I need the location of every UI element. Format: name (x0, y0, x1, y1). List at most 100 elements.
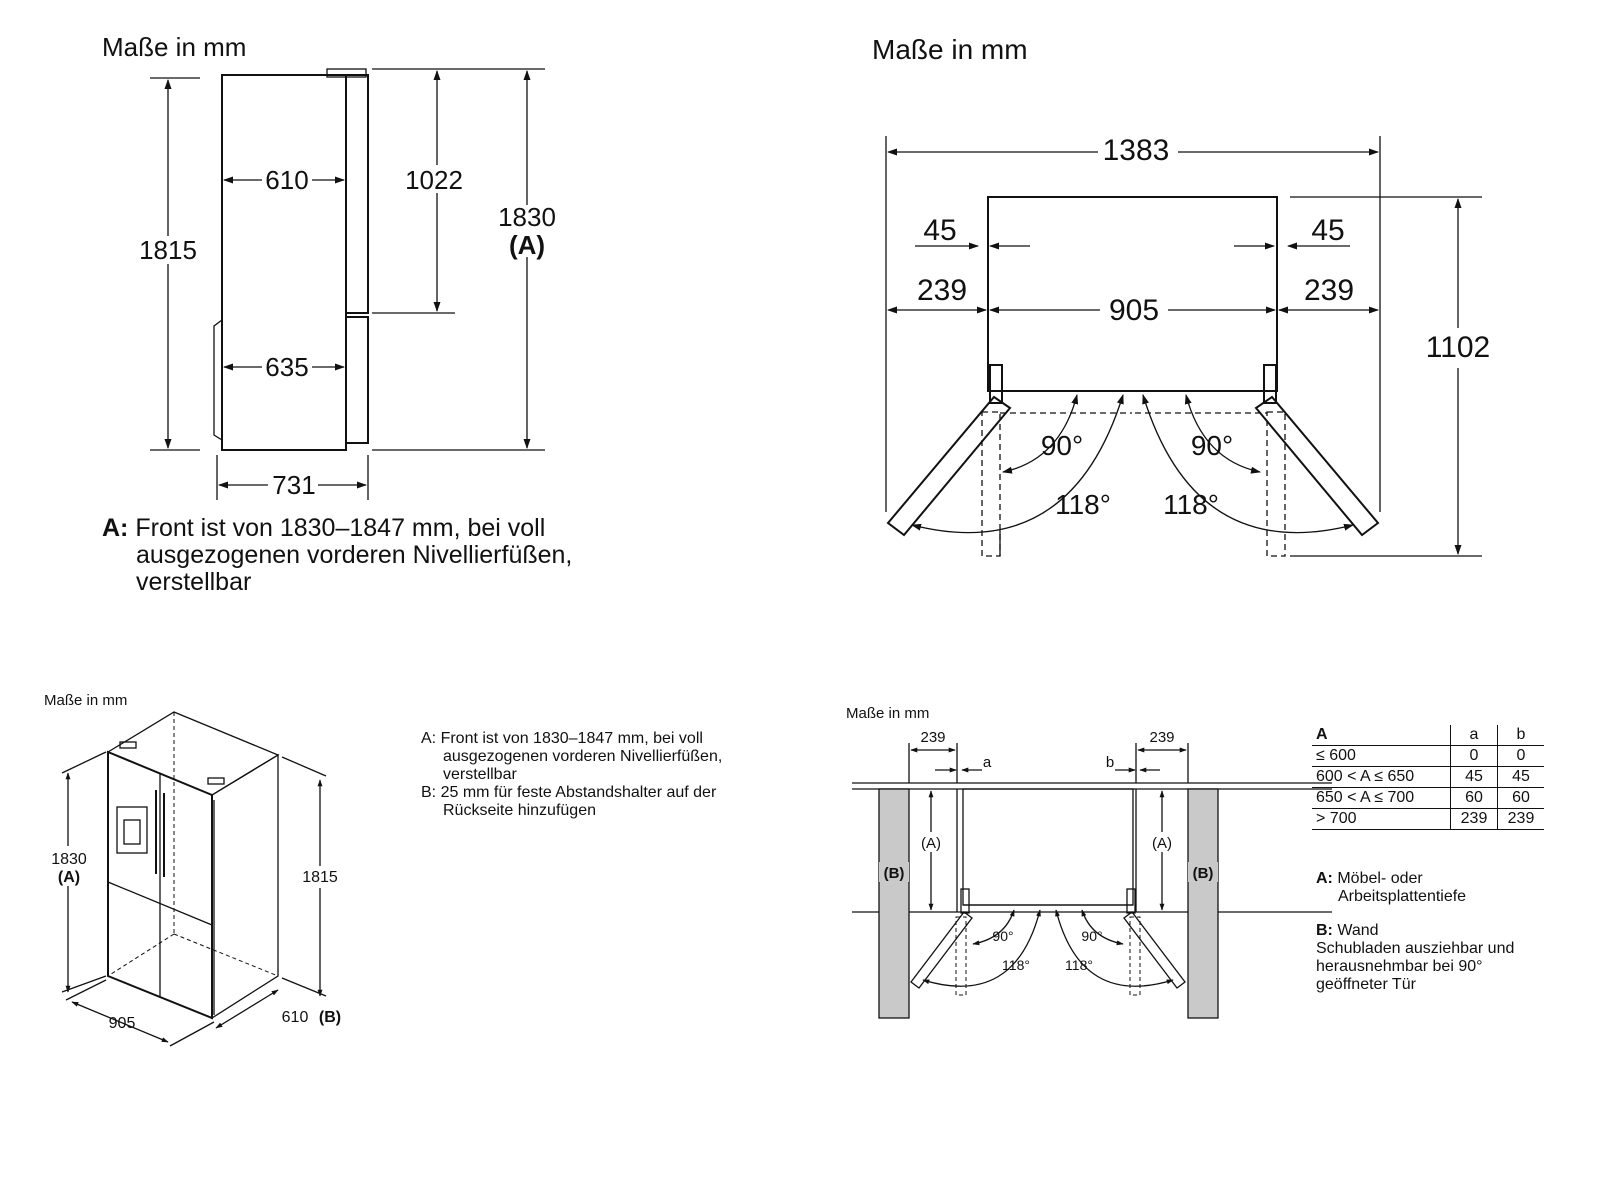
iso-view-caption: Maße in mm (44, 692, 128, 709)
table-cell: 60 (1497, 787, 1544, 809)
note-line-2: ausgezogenen vorderen Nivellierfüßen, (136, 541, 573, 569)
top-view-caption: Maße in mm (872, 34, 1028, 65)
top-dim-45-left: 45 (923, 214, 956, 247)
table-row: 600 < A ≤ 650 45 45 (1312, 766, 1544, 788)
legend-b: B: Wand Schubladen ausziehbar und heraus… (1316, 922, 1586, 994)
inst-ref-a-right: (A) (1152, 835, 1172, 852)
legend-b-line2: Schubladen ausziehbar und (1316, 940, 1515, 957)
top-dim-239-left: 239 (917, 274, 967, 307)
top-angle-118-right: 118° (1163, 489, 1219, 520)
iso-dim-610-ref: (B) (319, 1009, 341, 1026)
legend-b-key: B: (1316, 922, 1333, 939)
table-row: > 700 239 239 (1312, 808, 1544, 830)
table-cell: 600 < A ≤ 650 (1312, 766, 1451, 788)
side-dim-635: 635 (265, 352, 308, 382)
inst-dim-a: a (983, 754, 992, 771)
side-dim-1830: 1830 (498, 202, 556, 232)
iso-view-drawing: 1830 (A) 1815 905 610 (B) (48, 711, 341, 1047)
note-line-1: Front ist von 1830–1847 mm, bei voll (135, 514, 546, 542)
inst-ref-b-right: (B) (1193, 865, 1214, 882)
side-dim-1830-ref: (A) (509, 230, 545, 260)
inst-dim-239-right: 239 (1149, 729, 1174, 746)
inst-ref-a-left: (A) (921, 835, 941, 852)
side-view-drawing: 610 635 731 1815 1022 1830 (A) (139, 68, 556, 500)
install-view-drawing: 239 239 a b (A) (A) (B) (B) 90° 90° 118°… (852, 729, 1332, 1019)
inst-dim-b: b (1106, 754, 1114, 771)
upper-door-side (345, 74, 369, 314)
iso-note-b-line2: Rückseite hinzufügen (443, 802, 596, 819)
legend-a-line2: Arbeitsplattentiefe (1338, 888, 1467, 905)
right-door-90-outline (1266, 411, 1286, 557)
side-dim-1022: 1022 (405, 165, 463, 195)
iso-dim-1830: 1830 (51, 851, 87, 868)
iso-note-a: A: Front ist von 1830–1847 mm, bei voll … (421, 730, 781, 784)
table-header-small-b: b (1497, 725, 1544, 746)
top-dim-905: 905 (1109, 294, 1159, 327)
rear-bump (213, 319, 223, 441)
note-key-a: A: (102, 514, 129, 542)
install-right-door (1123, 911, 1186, 989)
install-fridge-body (962, 788, 1134, 906)
top-angle-118-left: 118° (1055, 489, 1111, 520)
iso-dim-1830-ref: (A) (58, 869, 80, 886)
inst-angle-90-left: 90° (992, 928, 1013, 944)
legend-a-key: A: (1316, 870, 1333, 887)
iso-notes: A: Front ist von 1830–1847 mm, bei voll … (421, 730, 781, 820)
top-view-drawing: 1383 45 45 239 239 905 1102 90° 90° 118°… (885, 134, 1491, 557)
door-top-cap (326, 68, 367, 78)
right-side-wall (1187, 788, 1219, 1019)
note-line-3: verstellbar (136, 568, 252, 596)
left-side-wall (878, 788, 910, 1019)
lower-drawer-side (345, 316, 369, 444)
table-header-a: A (1312, 725, 1451, 746)
side-dim-1815: 1815 (139, 235, 197, 265)
top-angle-90-right: 90° (1191, 430, 1233, 461)
install-left-door (910, 911, 973, 989)
inst-ref-b-left: (B) (884, 865, 905, 882)
top-angle-90-left: 90° (1041, 430, 1083, 461)
side-dim-731: 731 (272, 470, 315, 500)
legend-b-line4: geöffneter Tür (1316, 976, 1416, 993)
side-view-note: A: Front ist von 1830–1847 mm, bei voll … (102, 515, 662, 596)
iso-top-face (106, 711, 280, 796)
table-cell: 0 (1497, 745, 1544, 767)
inst-dim-239-left: 239 (920, 729, 945, 746)
iso-note-a-line2: ausgezogenen vorderen Nivellierfüßen, (443, 748, 723, 765)
table-cell: ≤ 600 (1312, 745, 1451, 767)
table-header-small-a: a (1450, 725, 1498, 746)
iso-note-a-key: A: (421, 730, 437, 747)
iso-front-face (107, 750, 213, 1020)
iso-note-a-line1: Front ist von 1830–1847 mm, bei voll (440, 730, 703, 747)
table-cell: 60 (1450, 787, 1498, 809)
inst-angle-118-left: 118° (1002, 957, 1030, 973)
table-cell: > 700 (1312, 808, 1451, 830)
iso-note-a-line3: verstellbar (443, 766, 517, 783)
iso-note-b-line1: 25 mm für feste Abstandshalter auf der (440, 784, 717, 801)
table-cell: 650 < A ≤ 700 (1312, 787, 1451, 809)
table-cell: 239 (1497, 808, 1544, 830)
iso-dim-905: 905 (109, 1015, 136, 1032)
top-dim-1102: 1102 (1426, 331, 1491, 364)
iso-note-b: B: 25 mm für feste Abstandshalter auf de… (421, 784, 781, 820)
left-door-90-outline (981, 411, 1001, 557)
top-dim-239-right: 239 (1304, 274, 1354, 307)
iso-dim-1815: 1815 (302, 869, 338, 886)
right-door-open (1254, 395, 1380, 537)
inst-angle-118-right: 118° (1065, 957, 1093, 973)
install-view-caption: Maße in mm (846, 705, 930, 722)
fridge-body-side (221, 74, 347, 451)
table-cell: 45 (1450, 766, 1498, 788)
iso-note-b-key: B: (421, 784, 437, 801)
legend-b-line3: herausnehmbar bei 90° (1316, 958, 1483, 975)
top-dim-1383: 1383 (1103, 134, 1170, 167)
table-cell: 239 (1450, 808, 1498, 830)
side-dim-610: 610 (265, 165, 308, 195)
table-cell: 45 (1497, 766, 1544, 788)
table-header-row: A a b (1312, 725, 1544, 746)
inst-angle-90-right: 90° (1081, 928, 1102, 944)
table-row: ≤ 600 0 0 (1312, 745, 1544, 767)
clearance-table: A a b ≤ 600 0 0 600 < A ≤ 650 45 45 650 … (1312, 725, 1544, 830)
table-row: 650 < A ≤ 700 60 60 (1312, 787, 1544, 809)
water-dispenser (116, 806, 148, 854)
